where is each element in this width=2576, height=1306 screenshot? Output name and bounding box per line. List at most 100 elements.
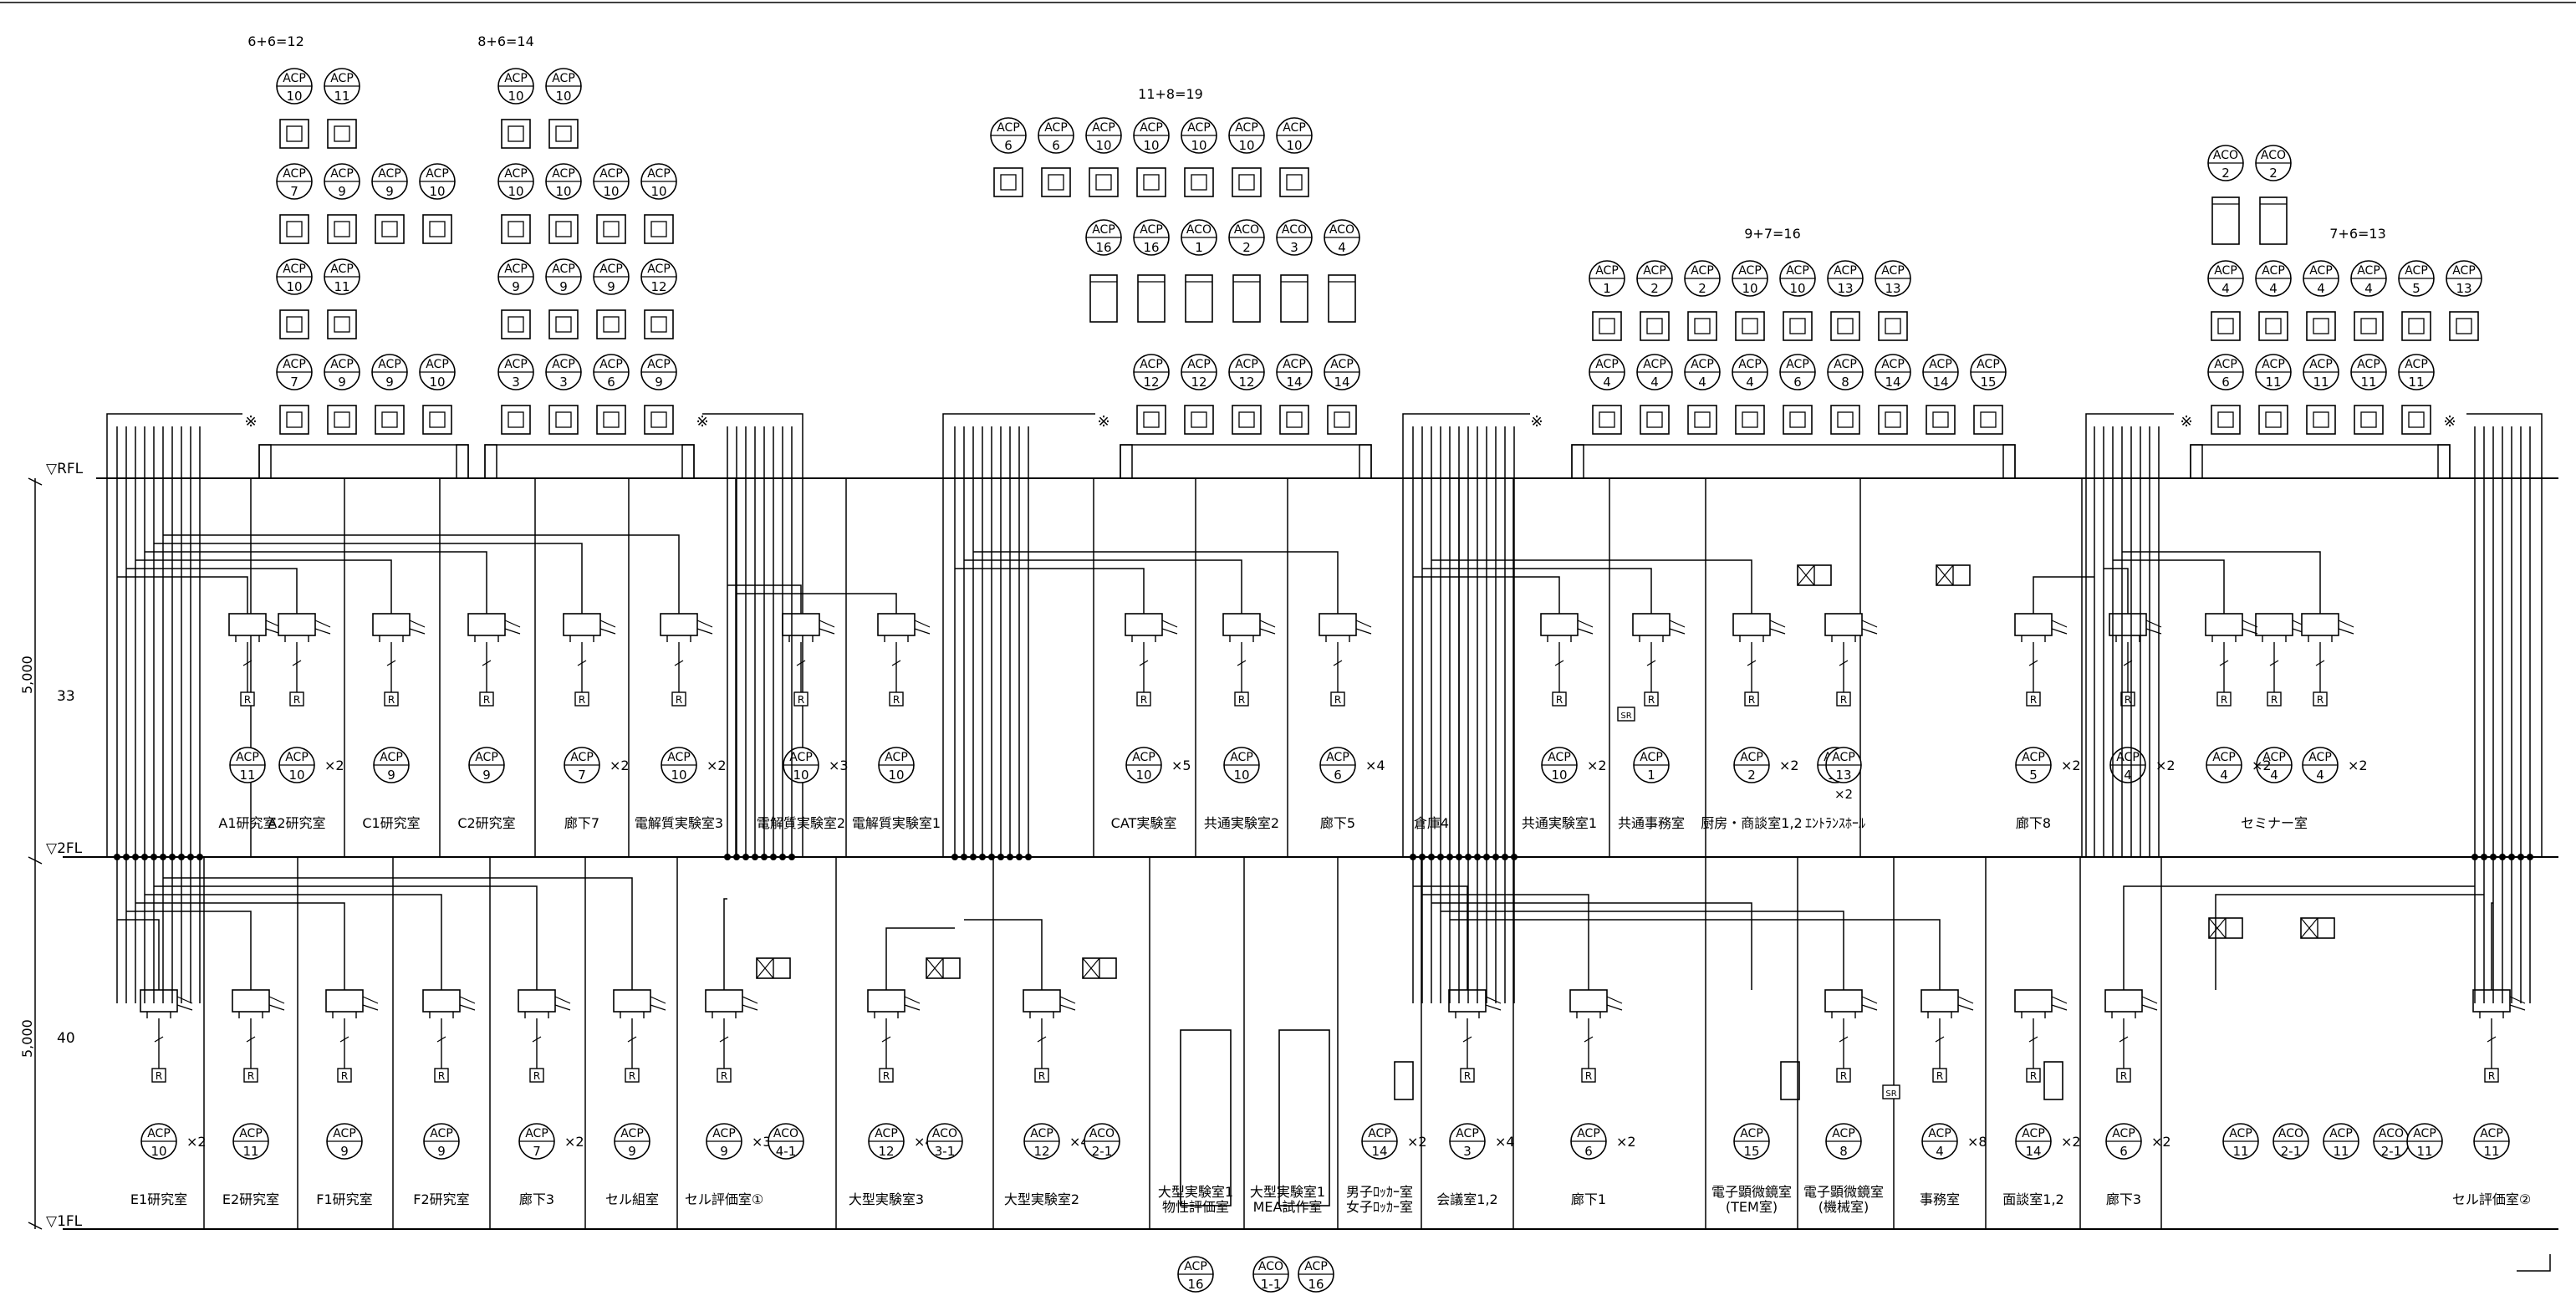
- indoor-unit-body: [660, 613, 698, 636]
- indoor-unit-body: [1222, 613, 1261, 636]
- junction-dot: [788, 854, 795, 860]
- heat-exchanger: [756, 957, 791, 979]
- badge-number: 2: [1242, 240, 1251, 255]
- badge-tag: ACP: [1740, 1127, 1763, 1140]
- outdoor-unit: [375, 405, 405, 435]
- outdoor-unit-fan: [1932, 411, 1949, 428]
- indoor-unit-outlet: [1957, 996, 1974, 1011]
- dimension-tick-top: [28, 477, 43, 486]
- junction-dot: [1492, 854, 1499, 860]
- remote-controller: [2026, 1068, 2041, 1083]
- wire-tick: [881, 1036, 891, 1043]
- outdoor-unit: [1783, 405, 1813, 435]
- outdoor-unit-fan: [1742, 318, 1758, 334]
- badge-number: 9: [340, 1144, 349, 1159]
- outdoor-unit: [1136, 405, 1166, 435]
- outdoor-unit: [1783, 311, 1813, 341]
- wire-tick: [627, 1036, 637, 1043]
- indoor-unit-body: [278, 613, 316, 636]
- badge-number: 9: [338, 184, 346, 199]
- junction-dot: [114, 854, 120, 860]
- outdoor-unit: [1640, 405, 1670, 435]
- indoor-unit: R: [467, 613, 521, 707]
- badge-tag: ACP: [1691, 358, 1714, 371]
- outdoor-unit-fan: [508, 316, 524, 333]
- outdoor-unit: [2211, 405, 2241, 435]
- heat-exchanger-x: [2300, 917, 2318, 939]
- branch-pipe: [1422, 568, 1652, 614]
- wire-tick: [1554, 660, 1564, 666]
- outdoor-unit: [501, 119, 531, 149]
- dim-upper-label: 5,000: [19, 656, 35, 694]
- remote-label: R: [883, 1070, 890, 1082]
- badge-tag: ACP: [1643, 264, 1666, 278]
- indoor-unit-outlet: [1861, 620, 1878, 635]
- junction-dot: [761, 854, 768, 860]
- badge-tag: ACP: [1738, 358, 1762, 371]
- badge-tag: ACP: [570, 751, 594, 764]
- badge-tag: ACP: [283, 263, 306, 276]
- outdoor-unit-fan: [1191, 174, 1207, 191]
- badge-tag: ACP: [147, 1127, 171, 1140]
- wire-tick: [386, 660, 396, 666]
- badge-tag: ACP: [504, 72, 528, 85]
- outdoor-unit: [2258, 311, 2288, 341]
- outdoor-unit: [596, 214, 626, 244]
- badge-tag: ACO: [2261, 149, 2286, 162]
- badge-number: 4: [2221, 281, 2230, 296]
- branch-pipe: [145, 894, 442, 990]
- floor1-room-dividers: [203, 857, 2162, 1229]
- heat-exchanger-x: [1797, 564, 1815, 586]
- badge-number: 10: [508, 89, 523, 104]
- badge-number: 5: [2029, 768, 2038, 783]
- indoor-unit: R: [1319, 613, 1372, 707]
- wire-tick: [1237, 660, 1247, 666]
- badge-number: 11: [2232, 1144, 2248, 1159]
- room-name: 共通実験室1: [1522, 815, 1597, 831]
- outdoor-unit: [327, 214, 357, 244]
- remote-controller: [1644, 691, 1659, 707]
- badge-number: 10: [1191, 138, 1206, 153]
- outdoor-unit: [1878, 405, 1908, 435]
- badge-tag: ACP: [2357, 358, 2380, 371]
- junction-dot: [2508, 854, 2515, 860]
- outdoor-unit: [327, 119, 357, 149]
- junction-dot: [196, 854, 203, 860]
- indoor-unit-body: [467, 613, 506, 636]
- badge-number: 2-1: [1092, 1144, 1113, 1159]
- outdoor-unit: [1184, 167, 1214, 197]
- remote-controller: [1136, 691, 1151, 707]
- badge-tag: ACP: [599, 167, 623, 181]
- badge-tag: ACP: [330, 72, 354, 85]
- badge-tag: ACP: [1283, 358, 1306, 371]
- junction-dot: [1007, 854, 1013, 860]
- junction-dot: [1428, 854, 1435, 860]
- outdoor-unit-fan: [2456, 318, 2472, 334]
- room-name: 廊下7: [564, 815, 599, 831]
- wire-tick: [1839, 660, 1849, 666]
- junction-dot: [1025, 854, 1032, 860]
- indoor-unit-body: [2014, 613, 2053, 636]
- outdoor-unit-fan: [1095, 174, 1112, 191]
- outdoor-unit: [1089, 167, 1119, 197]
- branch-pipe: [2113, 559, 2225, 614]
- branch-pipe: [2123, 885, 2475, 990]
- outdoor-unit-fan: [508, 125, 524, 142]
- junction-dot: [961, 854, 967, 860]
- badge-number: 9: [512, 279, 520, 294]
- outdoor-unit: [2449, 311, 2479, 341]
- badge-number: 12: [1238, 375, 1254, 390]
